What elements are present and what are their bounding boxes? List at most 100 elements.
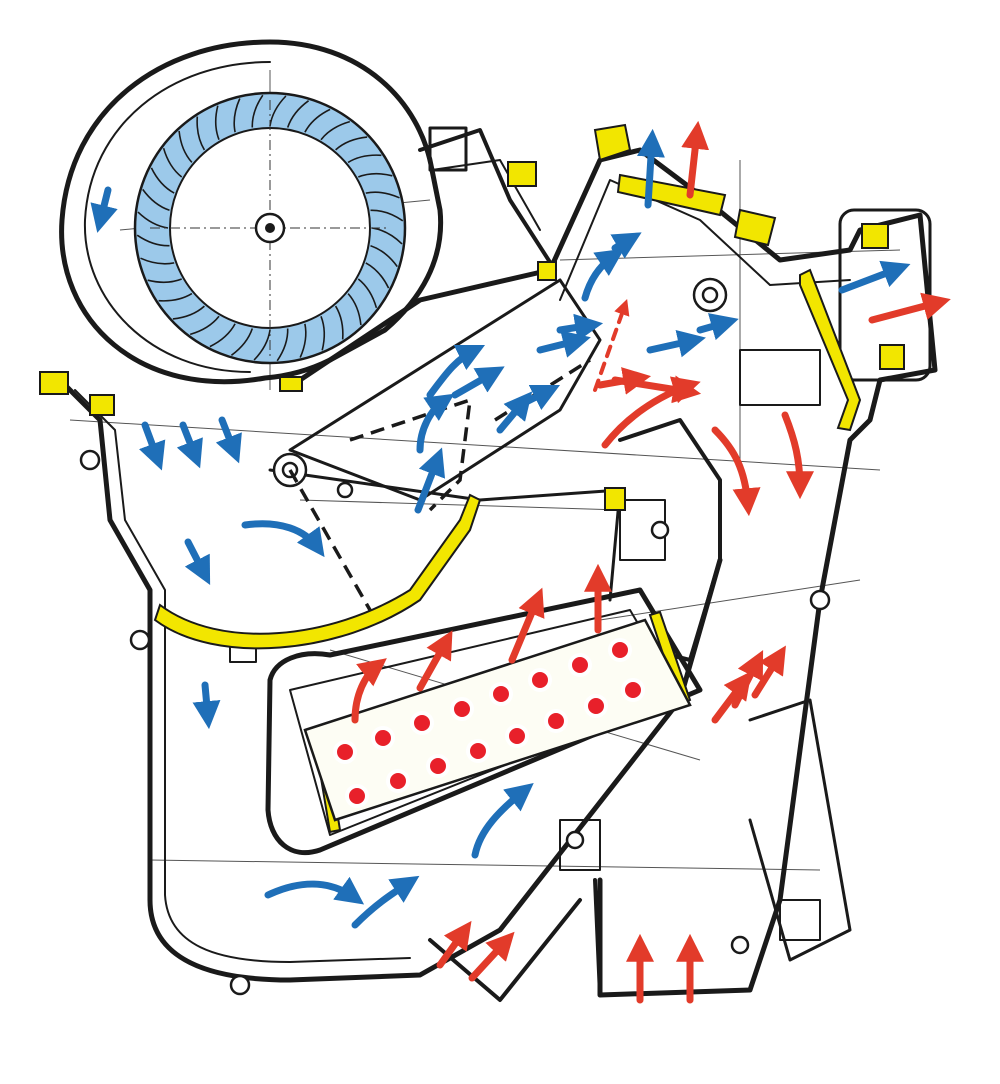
cold-air-arrows xyxy=(90,128,911,929)
cold-air-arrow xyxy=(516,384,561,411)
blower-scroll xyxy=(59,39,444,385)
fan-blade xyxy=(320,316,326,351)
hot-air-arrow xyxy=(468,931,515,982)
fan-blade xyxy=(334,305,344,340)
fan-blade xyxy=(253,329,271,361)
housing xyxy=(57,39,938,1002)
fan-blade xyxy=(365,191,400,199)
fan-blade xyxy=(358,172,393,178)
fan-blade xyxy=(140,257,175,265)
cold-air-arrow xyxy=(636,128,665,209)
heater-tube xyxy=(621,678,645,702)
fan-blade xyxy=(286,100,310,128)
hot-air-arrow xyxy=(781,411,814,500)
cold-air-arrow xyxy=(90,186,118,233)
cold-air-arrow xyxy=(416,393,455,454)
rear-duct xyxy=(748,698,852,962)
heater-tube xyxy=(345,784,369,808)
footwell-outlet-left xyxy=(428,898,582,1002)
blower-outlet-top xyxy=(418,128,557,272)
heater-tube xyxy=(608,638,632,662)
cold-air-arrow xyxy=(351,875,420,929)
heater-tube xyxy=(333,740,357,764)
cold-air-arrow xyxy=(139,421,166,471)
fan-blade xyxy=(196,116,206,151)
heater-tube xyxy=(410,711,434,735)
yellow-seal-icon xyxy=(153,493,482,650)
cold-air-arrow xyxy=(414,447,446,514)
central-wedge xyxy=(288,278,602,502)
fan-blade xyxy=(365,262,390,289)
hot-air-arrow xyxy=(436,920,472,969)
cold-air-arrow xyxy=(264,876,365,905)
fan-blade xyxy=(189,315,220,336)
seals xyxy=(39,123,905,834)
fan-blade xyxy=(251,94,264,128)
cold-air-arrow xyxy=(646,329,706,358)
fan-blade xyxy=(299,323,307,358)
heater-tube xyxy=(528,668,552,692)
fan-blade xyxy=(142,188,170,212)
fan-blade xyxy=(320,120,351,141)
fan-blade xyxy=(137,211,169,229)
hot-air-arrow xyxy=(711,671,752,724)
heater-tube xyxy=(505,724,529,748)
cold-air-arrow xyxy=(556,313,604,342)
footwell-outlet-right xyxy=(593,878,752,997)
fan-blade xyxy=(230,328,254,356)
fan-blade xyxy=(136,234,170,247)
fan-blade xyxy=(357,278,378,309)
fan-blade xyxy=(269,95,287,127)
flap-door-icon xyxy=(288,469,372,611)
fan-blade xyxy=(304,108,331,133)
heater-tube xyxy=(584,694,608,718)
hot-air-arrow xyxy=(508,587,545,664)
heater-housing xyxy=(265,587,703,856)
cold-air-arrow xyxy=(696,313,739,341)
cold-air-arrow xyxy=(176,421,203,469)
heater-tube xyxy=(450,697,474,721)
heater-tube xyxy=(371,726,395,750)
heater-tube xyxy=(386,769,410,793)
fan-blade xyxy=(371,227,403,245)
hot-air-arrow xyxy=(681,120,710,199)
heater-tube xyxy=(568,653,592,677)
fan-blade xyxy=(335,136,368,151)
fan-blade xyxy=(178,130,193,163)
fan-blade xyxy=(172,305,205,320)
cold-air-arrow xyxy=(192,681,221,730)
cold-air-arrow xyxy=(451,366,505,399)
hot-air-arrow xyxy=(751,645,786,699)
cold-air-arrow xyxy=(184,538,211,585)
hot-air-arrow xyxy=(351,658,387,724)
fan-blade xyxy=(147,278,182,284)
cold-air-arrow xyxy=(215,416,242,464)
fan-blade xyxy=(162,147,183,178)
fan-blade xyxy=(276,328,289,362)
fan-blade xyxy=(150,167,175,194)
cold-air-arrow xyxy=(241,520,325,558)
hot-air-arrow xyxy=(416,630,453,692)
heater-tube xyxy=(489,682,513,706)
fan-blade xyxy=(347,154,382,164)
fan-blade xyxy=(214,105,220,140)
housing-left-wall xyxy=(57,377,723,983)
fan-blade xyxy=(233,98,241,133)
hot-air-arrows xyxy=(351,120,951,1004)
heater-tube xyxy=(426,754,450,778)
cold-air-arrow xyxy=(838,260,911,294)
hot-air-arrow xyxy=(601,376,701,449)
fan-blade xyxy=(370,209,404,222)
heater-tube xyxy=(466,739,490,763)
fan-blade xyxy=(370,244,398,268)
blower-fan xyxy=(133,91,407,365)
hot-air-arrow xyxy=(711,426,761,517)
cold-air-arrow xyxy=(610,232,642,259)
hot-air-arrow xyxy=(868,292,951,324)
fan-blade xyxy=(158,292,193,302)
hot-air-arrow xyxy=(593,298,630,392)
heater-core xyxy=(303,618,692,822)
fan-blade xyxy=(209,323,236,348)
